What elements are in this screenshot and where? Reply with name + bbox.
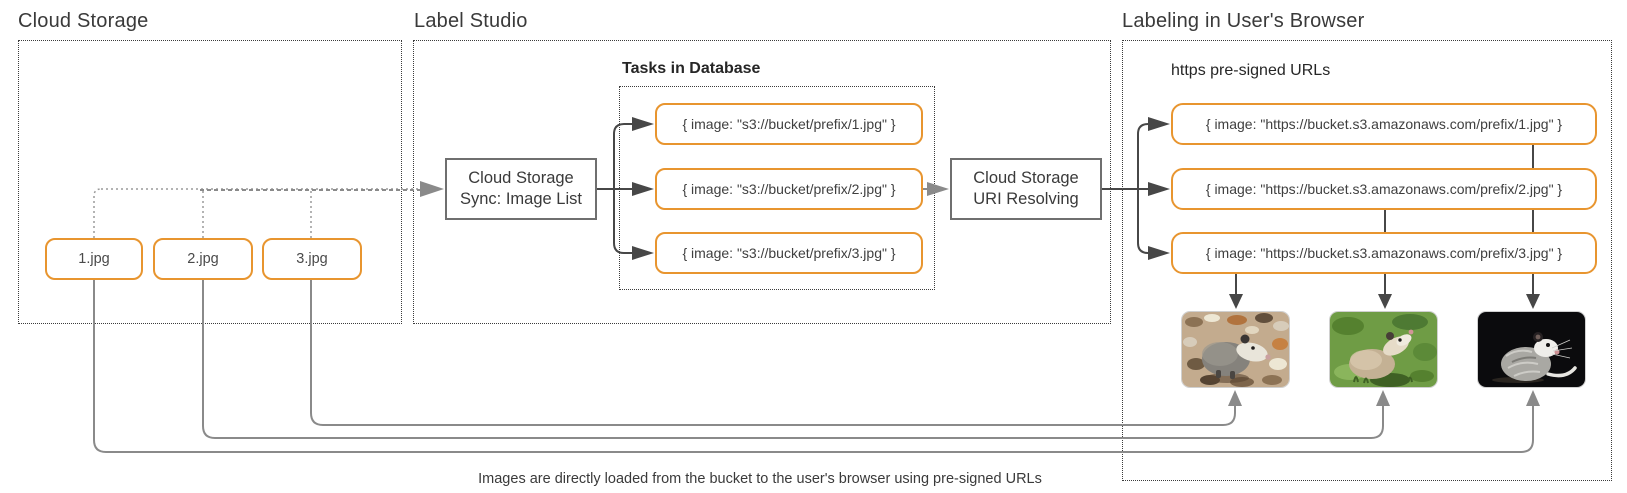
task-3-text: { image: "s3://bucket/prefix/3.jpg" } [682,245,896,261]
sync-box-line1: Cloud Storage [468,168,574,187]
cloud-storage-sync-box: Cloud Storage Sync: Image List [445,158,597,220]
task-box-2: { image: "s3://bucket/prefix/2.jpg" } [655,168,923,210]
url-1-text: { image: "https://bucket.s3.amazonaws.co… [1205,116,1563,132]
url-2-text: { image: "https://bucket.s3.amazonaws.co… [1205,181,1563,197]
storage-file-2: 2.jpg [153,238,253,280]
label-studio-title: Label Studio [414,10,528,32]
task-box-1: { image: "s3://bucket/prefix/1.jpg" } [655,103,923,145]
url-box-1: { image: "https://bucket.s3.amazonaws.co… [1171,103,1597,145]
uri-resolving-box: Cloud Storage URI Resolving [950,158,1102,220]
sync-box-line2: Sync: Image List [460,190,582,208]
tasks-in-database-header: Tasks in Database [622,60,761,77]
browser-frame [1122,40,1612,481]
resolve-box-line1: Cloud Storage [973,168,1079,187]
url-box-2: { image: "https://bucket.s3.amazonaws.co… [1171,168,1597,210]
resolve-box-line2: URI Resolving [973,190,1079,208]
presigned-urls-header: https pre-signed URLs [1171,62,1331,79]
url-box-3: { image: "https://bucket.s3.amazonaws.co… [1171,232,1597,274]
opossum-photo-leaves [1182,312,1289,387]
browser-title: Labeling in User's Browser [1122,10,1365,32]
cloud-storage-title: Cloud Storage [18,10,149,32]
task-box-3: { image: "s3://bucket/prefix/3.jpg" } [655,232,923,274]
storage-file-1: 1.jpg [45,238,143,280]
opossum-photo-black [1478,312,1585,387]
storage-file-3: 3.jpg [262,238,362,280]
task-1-text: { image: "s3://bucket/prefix/1.jpg" } [682,116,896,132]
cloud-storage-frame [18,40,402,324]
opossum-photo-grass [1330,312,1437,387]
storage-file-1-label: 1.jpg [78,251,110,267]
diagram-caption: Images are directly loaded from the buck… [478,471,1042,487]
storage-file-3-label: 3.jpg [296,251,328,267]
storage-file-2-label: 2.jpg [187,251,219,267]
task-2-text: { image: "s3://bucket/prefix/2.jpg" } [682,181,896,197]
url-3-text: { image: "https://bucket.s3.amazonaws.co… [1205,245,1563,261]
